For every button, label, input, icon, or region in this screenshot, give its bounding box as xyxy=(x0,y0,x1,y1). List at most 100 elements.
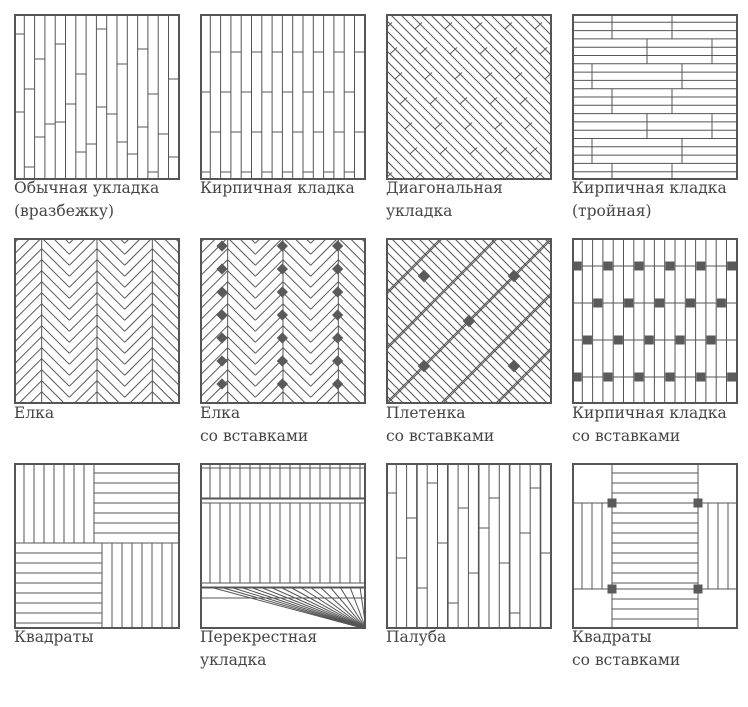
plank-edge xyxy=(387,80,486,179)
plank-edge xyxy=(510,15,551,56)
plank-edge xyxy=(387,296,494,403)
plank-edge xyxy=(41,325,70,354)
tile-border xyxy=(14,14,180,180)
plank-edge xyxy=(349,586,365,628)
plank-edge xyxy=(310,239,338,266)
pattern-tile-squares-inserts xyxy=(572,463,738,629)
insert-square xyxy=(603,372,613,382)
plank-edge xyxy=(254,325,284,354)
plank-edge xyxy=(18,380,43,403)
plank-edge xyxy=(96,358,126,387)
caption-line: укладка xyxy=(386,202,453,220)
caption-line: Кирпичная кладка xyxy=(200,179,355,197)
plank-edge xyxy=(41,336,70,365)
tile-border xyxy=(14,238,180,404)
pattern-planks xyxy=(573,239,737,403)
plank-edge xyxy=(534,22,543,30)
plank-edge xyxy=(282,380,307,403)
tile-border xyxy=(386,463,552,629)
plank-edge xyxy=(68,239,97,266)
insert-square xyxy=(332,378,344,390)
insert-square xyxy=(655,298,665,308)
plank-edge xyxy=(389,47,398,55)
plank-edge xyxy=(460,15,551,106)
plank-edge xyxy=(310,369,339,398)
pattern-caption: Перекрестная укладка xyxy=(200,626,376,672)
plank-edge xyxy=(310,259,339,288)
plank-edge xyxy=(480,15,551,86)
plank-edge xyxy=(15,336,43,365)
plank-edge xyxy=(337,314,365,343)
caption-line: со вставками xyxy=(572,427,681,445)
plank-edge xyxy=(387,90,476,179)
plank-edge xyxy=(151,259,179,288)
plank-edge xyxy=(68,239,86,255)
plank-edge xyxy=(442,294,551,403)
caption-line: Перекрестная xyxy=(200,628,318,646)
plank-edge xyxy=(497,349,551,403)
caption-line: укладка xyxy=(200,651,267,669)
plank-edge xyxy=(519,97,528,105)
plank-edge xyxy=(42,239,70,266)
plank-edge xyxy=(337,391,351,403)
caption-line: (вразбежку) xyxy=(14,202,115,220)
plank-edge xyxy=(282,369,312,398)
insert-square xyxy=(417,359,431,373)
plank-edge xyxy=(227,292,256,321)
insert-square xyxy=(332,332,344,344)
insert-square xyxy=(727,261,737,271)
insert-square xyxy=(706,335,716,345)
plank-edge xyxy=(279,586,365,628)
plank-edge xyxy=(41,391,54,403)
plank-edge xyxy=(201,325,229,354)
plank-edge xyxy=(534,172,543,179)
plank-edge xyxy=(254,336,284,365)
plank-edge xyxy=(337,292,365,321)
pattern-planks xyxy=(201,239,365,403)
insert-square xyxy=(216,286,228,298)
plank-edge xyxy=(68,303,98,332)
plank-edge xyxy=(97,239,126,266)
pattern-planks xyxy=(201,15,365,179)
plank-edge xyxy=(124,239,141,255)
insert-square xyxy=(216,332,228,344)
plank-edge xyxy=(387,269,521,403)
plank-edge xyxy=(68,314,98,343)
plank-edge xyxy=(124,303,153,332)
tile-border xyxy=(572,14,738,180)
plank-edge xyxy=(15,347,43,376)
plank-edge xyxy=(254,259,284,288)
plank-edge xyxy=(151,292,179,321)
plank-edge xyxy=(68,259,98,288)
plank-edge xyxy=(387,368,422,403)
insert-square xyxy=(507,359,521,373)
pattern-tile-weave-inserts xyxy=(386,238,552,404)
plank-edge xyxy=(387,172,393,178)
plank-edge xyxy=(490,239,551,300)
plank-edge xyxy=(96,369,126,398)
plank-edge xyxy=(387,314,476,403)
insert-square xyxy=(332,309,344,321)
insert-square xyxy=(696,372,706,382)
plank-edge xyxy=(15,303,43,332)
tile-border xyxy=(572,238,738,404)
plank-edge xyxy=(15,358,43,387)
plank-edge xyxy=(524,122,533,130)
insert-square xyxy=(573,372,582,382)
insert-square xyxy=(685,298,695,308)
plank-edge xyxy=(387,251,539,403)
plank-edge xyxy=(163,239,179,255)
pattern-planks xyxy=(15,464,179,628)
caption-line: со вставками xyxy=(200,427,309,445)
plank-edge xyxy=(387,20,546,179)
plank-edge xyxy=(337,248,365,277)
plank-edge xyxy=(124,369,153,398)
plank-edge xyxy=(337,303,365,332)
insert-square xyxy=(665,261,675,271)
plank-edge xyxy=(508,239,551,282)
plank-edge xyxy=(227,281,256,310)
caption-line: Квадраты xyxy=(572,628,652,646)
plank-edge xyxy=(387,100,466,179)
plank-edge xyxy=(68,292,98,321)
